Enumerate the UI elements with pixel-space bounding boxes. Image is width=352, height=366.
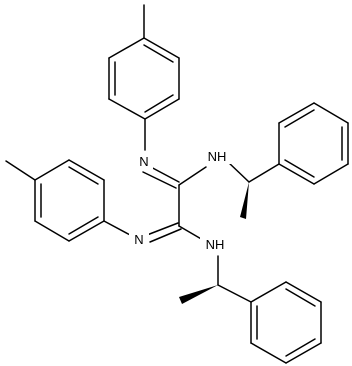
atom-label-n-lower: N	[129, 231, 149, 247]
phenyl-ring-lower	[250, 281, 322, 364]
double-bond-lower-1	[146, 222, 179, 236]
methyl-bond-left	[5, 160, 36, 181]
phenyl-ring-upper	[278, 102, 349, 185]
tolyl-ring-left	[34, 159, 105, 242]
bond-c-nh-upper	[178, 166, 207, 186]
bond-nh-upper-chiral	[227, 161, 250, 183]
wedge-lower-methyl	[179, 285, 218, 304]
bond-lower-chiral-phenyl	[217, 284, 252, 303]
bond-c-nh-lower	[178, 225, 204, 241]
atom-label-nh-upper: NH	[202, 148, 232, 164]
wedge-upper-methyl	[240, 182, 249, 219]
svg-text:NH: NH	[206, 237, 225, 252]
tolyl-ring-top	[108, 37, 180, 120]
double-bond-upper-2	[142, 171, 177, 189]
bond-n-lower-ring	[103, 220, 133, 237]
double-bond-lower-2	[149, 228, 182, 243]
atom-label-n-upper: N	[135, 153, 153, 169]
svg-text:NH: NH	[208, 149, 227, 164]
bond-upper-chiral-phenyl	[248, 163, 280, 183]
atom-label-nh-lower: NH	[200, 236, 230, 252]
svg-text:N: N	[134, 232, 143, 247]
svg-text:N: N	[139, 154, 148, 169]
